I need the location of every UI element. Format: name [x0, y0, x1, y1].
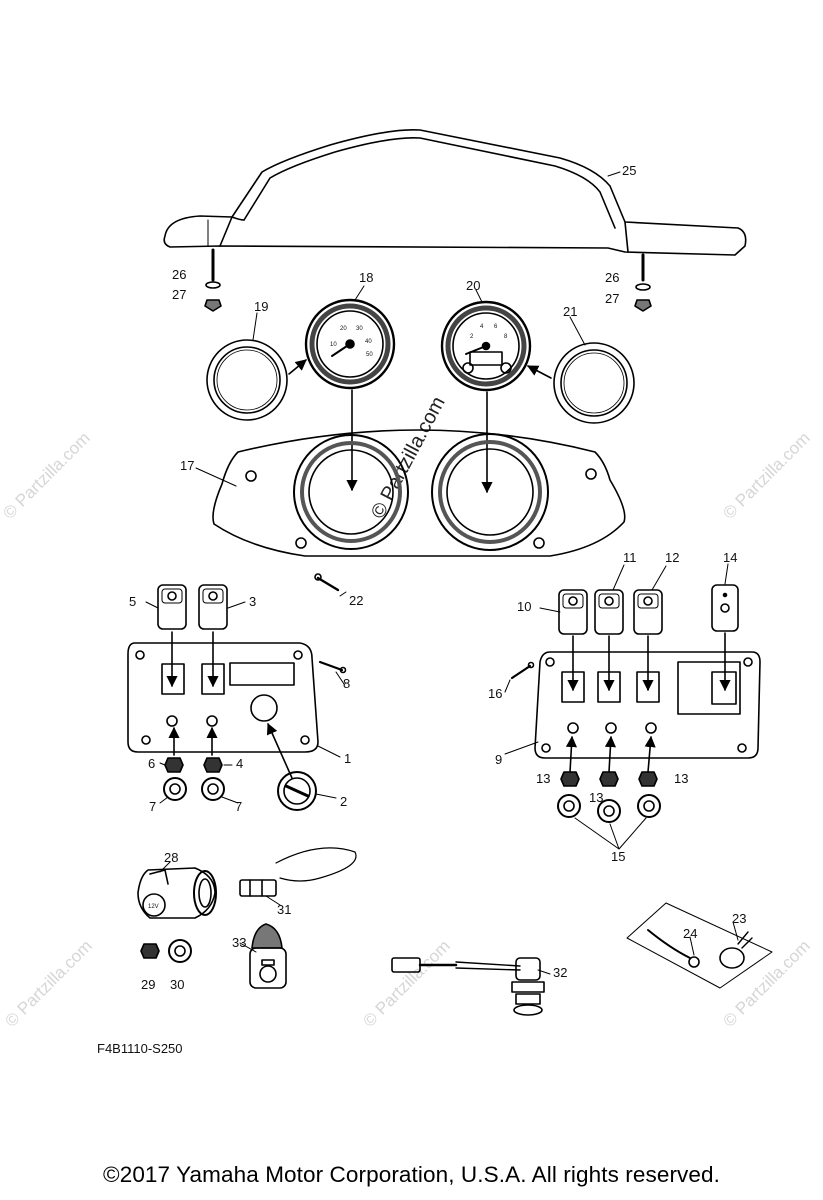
part-13-nuts	[560, 771, 658, 787]
speedometer-mark: 50	[366, 352, 373, 358]
part-7-grommet-left	[163, 777, 187, 801]
part-28-12v-socket	[137, 867, 217, 919]
callout-26-left: 26	[172, 267, 186, 282]
part-10-switch	[558, 589, 588, 635]
callout-33: 33	[232, 935, 246, 950]
tachometer-mark: 4	[480, 324, 484, 330]
diagram-code: F4B1110-S250	[97, 1041, 183, 1056]
callout-6: 6	[148, 756, 155, 771]
watermark-text: © Partzilla.com	[1, 936, 95, 1030]
callout-10: 10	[517, 599, 531, 614]
part-16-screw	[510, 661, 535, 680]
callout-22: 22	[349, 593, 363, 608]
callout-15: 15	[611, 849, 625, 864]
part-1-switch-panel	[127, 642, 319, 753]
watermark-text: © Partzilla.com	[0, 428, 94, 522]
watermark-text: © Partzilla.com	[359, 936, 453, 1030]
callout-21: 21	[563, 304, 577, 319]
speedometer-mark: 20	[340, 326, 347, 332]
callout-13-right: 13	[674, 771, 688, 786]
tachometer-mark: 6	[494, 324, 498, 330]
socket-label: 12V	[148, 904, 159, 910]
callout-14: 14	[723, 550, 737, 565]
part-23-24-key-switch-kit	[626, 902, 773, 989]
part-26-27-left	[204, 281, 222, 312]
callout-16: 16	[488, 686, 502, 701]
callout-1: 1	[344, 751, 351, 766]
callout-8: 8	[343, 676, 350, 691]
speedometer-mark: 10	[330, 342, 337, 348]
part-22-screw	[314, 573, 340, 592]
callout-27-left: 27	[172, 287, 186, 302]
watermark-text: © Partzilla.com	[719, 936, 813, 1030]
callout-12: 12	[665, 550, 679, 565]
part-20-tachometer	[440, 300, 532, 392]
part-5-switch	[157, 584, 187, 630]
part-8-screw	[318, 660, 347, 674]
callout-7-left: 7	[149, 799, 156, 814]
callout-27-right: 27	[605, 291, 619, 306]
part-33-usb-outlet	[249, 923, 287, 989]
callout-17: 17	[180, 458, 194, 473]
callout-29: 29	[141, 977, 155, 992]
part-26-27-right	[634, 283, 652, 312]
part-9-switch-panel	[534, 651, 761, 759]
callout-26-right: 26	[605, 270, 619, 285]
callout-7-right: 7	[235, 799, 242, 814]
speedometer-mark: 40	[365, 339, 372, 345]
part-32-sensor	[391, 957, 545, 1016]
part-6-nut	[164, 757, 184, 773]
part-30-grommet	[168, 939, 192, 963]
tachometer-mark: 8	[504, 334, 508, 340]
part-2-cap	[277, 771, 317, 811]
callout-23: 23	[732, 911, 746, 926]
speedometer-mark: 30	[356, 326, 363, 332]
leader-lines	[145, 171, 739, 975]
callout-19: 19	[254, 299, 268, 314]
copyright-notice: ©2017 Yamaha Motor Corporation, U.S.A. A…	[103, 1162, 720, 1187]
part-7-grommet-right	[201, 777, 225, 801]
callout-24: 24	[683, 926, 697, 941]
callout-25: 25	[622, 163, 636, 178]
part-18-speedometer	[304, 298, 396, 390]
callout-4: 4	[236, 756, 243, 771]
callout-13-mid: 13	[589, 790, 603, 805]
speedometer-face-marks: 20 30 40 50 10	[330, 326, 373, 358]
part-17-gauge-panel	[212, 429, 626, 557]
part-14-switch	[711, 584, 739, 632]
part-3-switch	[198, 584, 228, 630]
callout-31: 31	[277, 902, 291, 917]
watermark-text: © Partzilla.com	[719, 428, 813, 522]
part-11-switch	[594, 589, 624, 635]
callout-30: 30	[170, 977, 184, 992]
callout-3: 3	[249, 594, 256, 609]
part-15-grommets	[557, 794, 661, 823]
tachometer-face-marks: 2 4 6 8	[470, 324, 508, 340]
callout-9: 9	[495, 752, 502, 767]
callout-11: 11	[623, 550, 637, 565]
part-21-bezel-ring	[553, 342, 635, 424]
callout-5: 5	[129, 594, 136, 609]
part-31-harness	[239, 847, 357, 897]
callout-32: 32	[553, 965, 567, 980]
callout-13-left: 13	[536, 771, 550, 786]
part-29-nut	[140, 943, 160, 959]
watermark-center-text: © Partzilla.com	[367, 393, 450, 522]
callouts: 25 26 27 26 27 18 20 19 21 17 22 5 3 8 1…	[129, 163, 746, 992]
tachometer-mark: 2	[470, 334, 474, 340]
part-12-switch	[633, 589, 663, 635]
callout-18: 18	[359, 270, 373, 285]
part-4-nut	[203, 757, 223, 773]
part-19-bezel-ring	[206, 339, 288, 421]
part-25-dash-cover	[163, 128, 747, 282]
callout-2: 2	[340, 794, 347, 809]
callout-28: 28	[164, 850, 178, 865]
callout-20: 20	[466, 278, 480, 293]
